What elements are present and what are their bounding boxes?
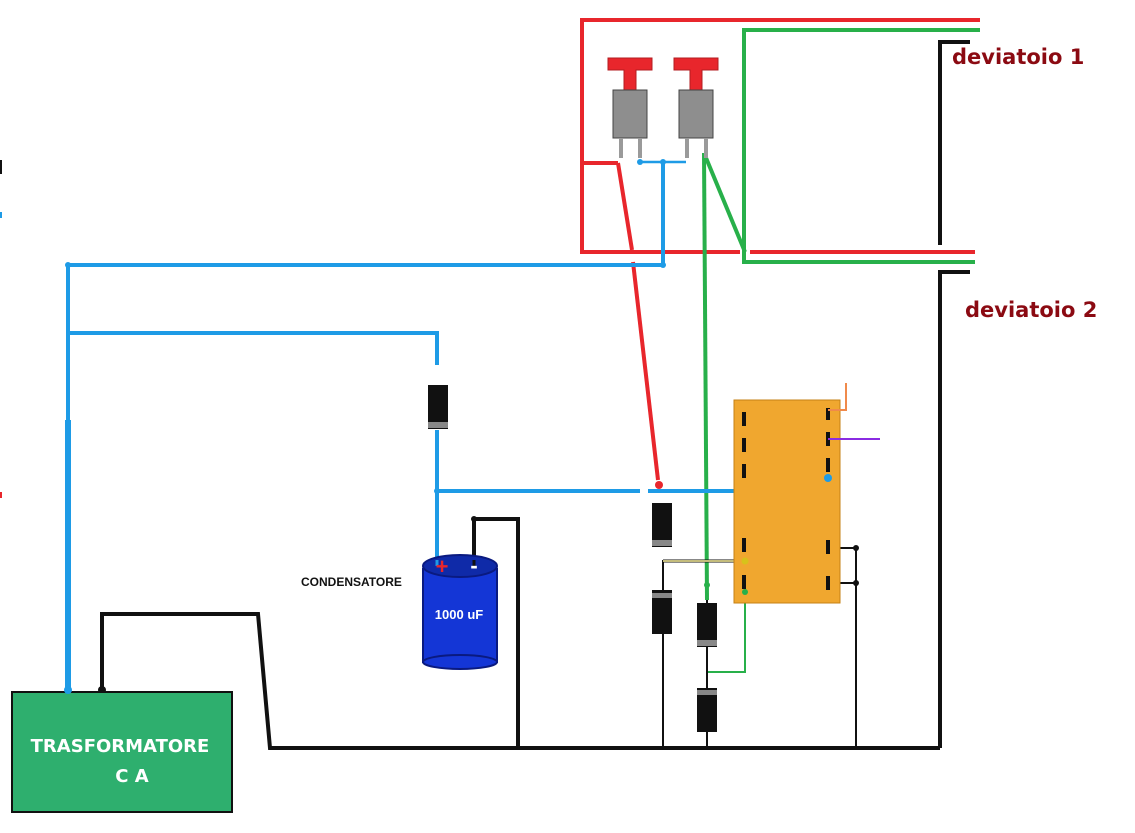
green-relay-link	[707, 592, 746, 673]
diode-icon	[652, 503, 672, 547]
capacitor-minus-sign: -	[470, 553, 477, 578]
edge-marks	[0, 160, 2, 498]
deviatoio-2-label: deviatoio 2	[965, 298, 1097, 322]
electrolytic-capacitor-icon: + - 1000 uF	[422, 553, 498, 670]
diode-icon	[697, 603, 717, 647]
transformer-label-line2: C A	[115, 766, 148, 787]
diode-icon	[428, 385, 448, 429]
deviatoio-1-track	[938, 40, 970, 245]
transformer-label-line1: TRASFORMATORE	[31, 736, 210, 757]
deviatoio-1-label: deviatoio 1	[952, 45, 1084, 69]
pushbutton-icon[interactable]	[607, 57, 653, 158]
diode-icon	[697, 688, 717, 732]
green-wires	[702, 28, 980, 601]
capacitor-value-label: 1000 uF	[435, 607, 483, 622]
transformer-icon: TRASFORMATORE C A	[11, 691, 233, 813]
deviatoio-2-track	[938, 270, 970, 748]
relay-side-wires	[828, 383, 880, 440]
relay-icon	[733, 399, 841, 604]
condensatore-label: CONDENSATORE	[301, 575, 402, 589]
pushbutton-icon[interactable]	[673, 57, 719, 158]
black-wires	[100, 517, 940, 750]
diode-icon	[652, 590, 672, 634]
capacitor-plus-sign: +	[436, 554, 449, 579]
